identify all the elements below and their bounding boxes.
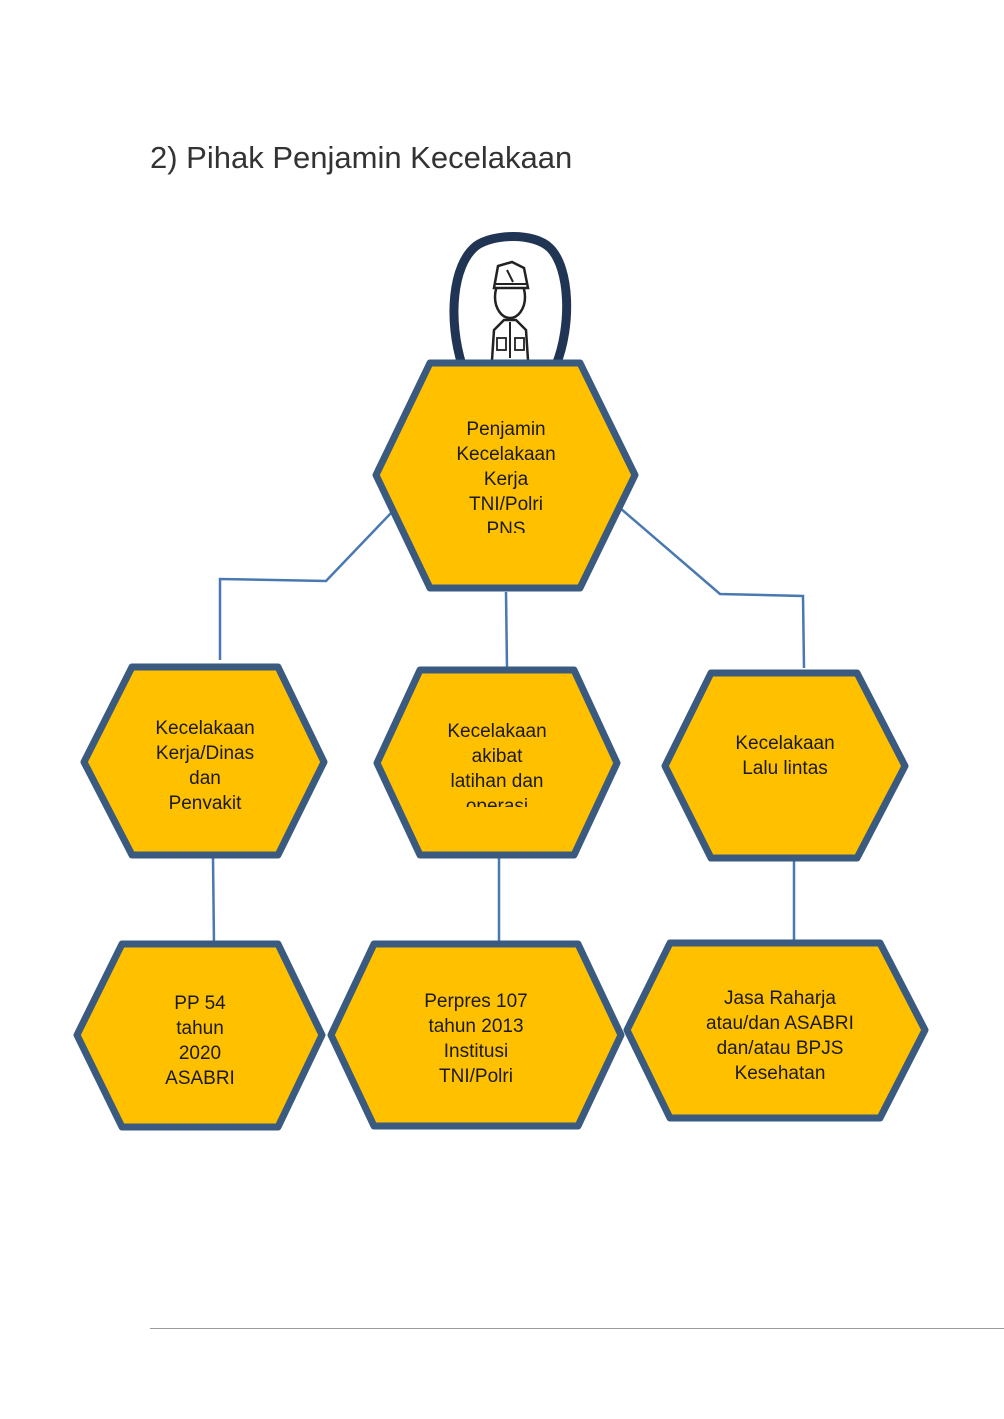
footer-divider (150, 1328, 1004, 1329)
root-line-2: Kecelakaan (456, 444, 556, 465)
category-work-line-1: Kecelakaan (155, 718, 255, 739)
detail-pp54-line-4: ASABRI (165, 1068, 235, 1084)
detail-hexagon-jasa-raharja (623, 939, 929, 1122)
detail-perpres-line-3: Institusi (443, 1041, 509, 1062)
detail-perpres-line-4: TNI/Polri (439, 1066, 513, 1082)
detail-jasa-line-1: Jasa Raharja (724, 988, 836, 1009)
category-training-label: Kecelakaan akibat latihan dan operasi (427, 719, 567, 807)
detail-pp54-line-1: PP 54 (174, 993, 226, 1014)
root-line-3: Kerja (483, 469, 529, 490)
category-work-line-2: Kerja/Dinas (155, 743, 255, 764)
root-line-5: PNS (486, 519, 526, 533)
root-hexagon-label: Penjamin Kecelakaan Kerja TNI/Polri PNS (436, 417, 576, 533)
category-hexagon-training (373, 666, 621, 859)
detail-perpres-label: Perpres 107 tahun 2013 Institusi TNI/Pol… (401, 989, 551, 1082)
root-line-1: Penjamin (466, 419, 546, 440)
connectors (211, 507, 806, 946)
detail-pp54-label: PP 54 tahun 2020 ASABRI (140, 991, 260, 1084)
detail-pp54-line-2: tahun (176, 1018, 224, 1039)
category-work-line-3: dan (189, 768, 221, 789)
category-work-label: Kecelakaan Kerja/Dinas dan Penyakit (140, 716, 270, 809)
category-training-line-2: akibat (471, 746, 523, 767)
category-traffic-line-1: Kecelakaan (735, 733, 835, 754)
category-work-line-4: Penyakit (168, 793, 242, 809)
category-training-line-3: latihan dan (450, 771, 544, 792)
detail-jasa-line-4: Kesehatan (734, 1063, 826, 1079)
detail-jasa-line-2: atau/dan ASABRI (706, 1013, 854, 1034)
connector-left-down (211, 857, 216, 946)
detail-jasa-raharja-label: Jasa Raharja atau/dan ASABRI dan/atau BP… (690, 986, 870, 1079)
category-traffic-label: Kecelakaan Lalu lintas (715, 731, 855, 783)
root-hexagon (372, 359, 639, 592)
section-heading: 2) Pihak Penjamin Kecelakaan (150, 140, 573, 175)
category-training-line-4: operasi (465, 796, 529, 807)
detail-hexagon-pp54 (73, 940, 326, 1131)
detail-perpres-line-2: tahun 2013 (428, 1016, 524, 1037)
category-hexagon-work (80, 663, 328, 859)
connector-root-center (504, 591, 509, 669)
detail-pp54-line-3: 2020 (178, 1043, 222, 1064)
category-training-line-1: Kecelakaan (447, 721, 547, 742)
hexagons (73, 359, 929, 1131)
category-hexagon-traffic (661, 669, 909, 862)
detail-hexagon-perpres (327, 940, 625, 1130)
connector-root-left (218, 511, 393, 660)
detail-jasa-line-3: dan/atau BPJS (716, 1038, 844, 1059)
connector-root-right (619, 507, 806, 669)
category-traffic-line-2: Lalu lintas (742, 758, 828, 779)
detail-perpres-line-1: Perpres 107 (424, 991, 528, 1012)
root-line-4: TNI/Polri (469, 494, 543, 515)
soldier-figure-icon (449, 232, 572, 370)
